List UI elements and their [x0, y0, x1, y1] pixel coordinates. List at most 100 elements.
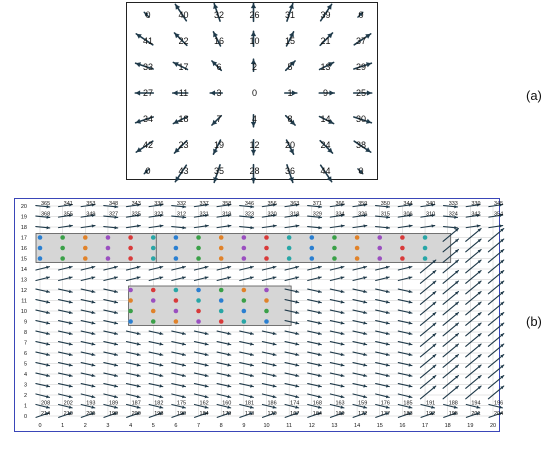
panel-b-node-label: 322	[154, 212, 163, 218]
panel-b-arrow	[487, 227, 505, 242]
panel-b-arrow	[307, 330, 322, 336]
panel-b-node-dot	[173, 235, 179, 240]
panel-b-arrow	[171, 341, 187, 346]
panel-b-arrow	[35, 383, 51, 388]
panel-b-node-label: 177	[381, 411, 390, 417]
panel-b-arrow	[171, 412, 186, 418]
panel-b-y-tick: 10	[21, 309, 27, 315]
panel-a-arrow	[211, 60, 223, 72]
panel-b-arrow	[465, 403, 481, 409]
panel-b-node-dot	[422, 256, 428, 261]
panel-b-node-label: 337	[200, 201, 209, 207]
panel-b-arrow	[397, 372, 413, 378]
panel-b-y-tick: 7	[24, 341, 27, 347]
panel-b-arrow	[375, 341, 390, 346]
panel-b-x-tick: 20	[490, 423, 496, 429]
panel-b-arrow	[103, 330, 119, 336]
panel-a-arrow	[318, 115, 335, 125]
panel-b-arrow	[487, 322, 505, 337]
panel-a-arrow	[352, 90, 373, 96]
panel-b-arrow	[487, 385, 505, 400]
panel-a-node-label: 25	[356, 88, 366, 98]
panel-b-arrow	[352, 320, 368, 325]
panel-b-arrow	[307, 288, 322, 294]
panel-b-arrow	[80, 320, 96, 325]
panel-b-arrow	[352, 412, 367, 418]
panel-b-node-label: 173	[245, 411, 254, 417]
panel-a-node-label: 0	[252, 88, 257, 98]
panel-b-arrow	[375, 225, 391, 230]
panel-b-node-dot	[196, 245, 201, 251]
panel-b-node-dot	[128, 298, 133, 303]
panel-a-node-label: 20	[285, 140, 295, 150]
panel-b-arrow	[442, 215, 459, 219]
panel-b-arrow	[397, 309, 413, 315]
panel-b-node-label: 169	[335, 411, 344, 417]
panel-b-arrow	[442, 332, 460, 347]
panel-b-node-dot	[218, 298, 224, 303]
panel-b-arrow	[125, 351, 141, 357]
panel-b-node-label: 199	[109, 411, 118, 417]
panel-b-arrow	[329, 213, 345, 218]
panel-b-node-dot	[241, 298, 247, 303]
panel-b-node-dot	[241, 235, 247, 240]
panel-b-arrow	[284, 309, 300, 315]
panel-b-arrow	[397, 213, 413, 218]
panel-b-node-label: 326	[358, 212, 367, 218]
panel-b-node-label: 368	[41, 212, 50, 218]
panel-b-node-label: 198	[154, 411, 163, 417]
panel-b-node-dot	[241, 245, 247, 251]
panel-a-arrow	[134, 116, 154, 124]
panel-b-node-dot	[105, 235, 111, 240]
panel-b-arrow	[80, 393, 96, 399]
panel-b-arrow	[261, 372, 277, 378]
panel-a-node-label: 19	[214, 140, 224, 150]
panel-b-arrow	[103, 320, 119, 325]
panel-b-arrow	[80, 351, 96, 357]
panel-a-node-label: 8	[287, 114, 292, 124]
panel-b-arrow	[171, 372, 187, 378]
panel-b-node-dot	[218, 287, 224, 293]
panel-b-node-label: 323	[245, 212, 254, 218]
panel-b-arrow	[103, 215, 119, 219]
panel-b-arrow	[125, 330, 141, 336]
panel-b-node-dot	[264, 287, 269, 293]
panel-b-arrow	[442, 269, 460, 284]
panel-b-arrow	[148, 351, 164, 357]
panel-a-node-label: 0	[358, 10, 363, 20]
panel-b-arrow	[488, 203, 504, 208]
panel-b-arrow	[103, 412, 118, 418]
panel-b-arrow	[103, 393, 119, 399]
panel-a-arrow	[353, 33, 372, 46]
panel-b-arrow	[397, 320, 413, 325]
panel-b-arrow	[57, 351, 73, 357]
panel-b-arrow	[465, 322, 482, 337]
panel-b-arrow	[148, 265, 164, 271]
panel-b-arrow	[307, 309, 322, 315]
panel-a-arrow	[319, 3, 333, 22]
panel-a-node-label: 22	[178, 36, 188, 46]
panel-b-arrow	[171, 276, 186, 282]
panel-b-arrow	[216, 213, 232, 218]
panel-b-arrow	[397, 288, 413, 294]
panel-b-arrow	[465, 227, 482, 242]
panel-b-arrow	[171, 362, 187, 367]
panel-a-node-label: 34	[143, 114, 153, 124]
panel-a-node-label: 10	[249, 36, 259, 46]
panel-b-node-dot	[128, 245, 133, 251]
panel-b-arrow	[57, 309, 73, 315]
panel-b-arrow	[58, 265, 73, 271]
panel-a-arrow	[319, 32, 334, 47]
panel-a-node-label: 12	[249, 140, 259, 150]
panel-b-arrow	[397, 341, 413, 346]
panel-b-node-dot	[354, 245, 360, 251]
panel-b-arrow	[375, 403, 390, 409]
panel-b-arrow	[352, 288, 368, 294]
panel-b-arrow	[465, 353, 482, 368]
panel-b-y-tick: 0	[24, 414, 27, 420]
panel-b-arrow	[465, 311, 482, 326]
panel-a-arrow	[135, 33, 154, 46]
panel-b-arrow	[329, 330, 345, 336]
panel-b-node-dot	[400, 235, 405, 240]
